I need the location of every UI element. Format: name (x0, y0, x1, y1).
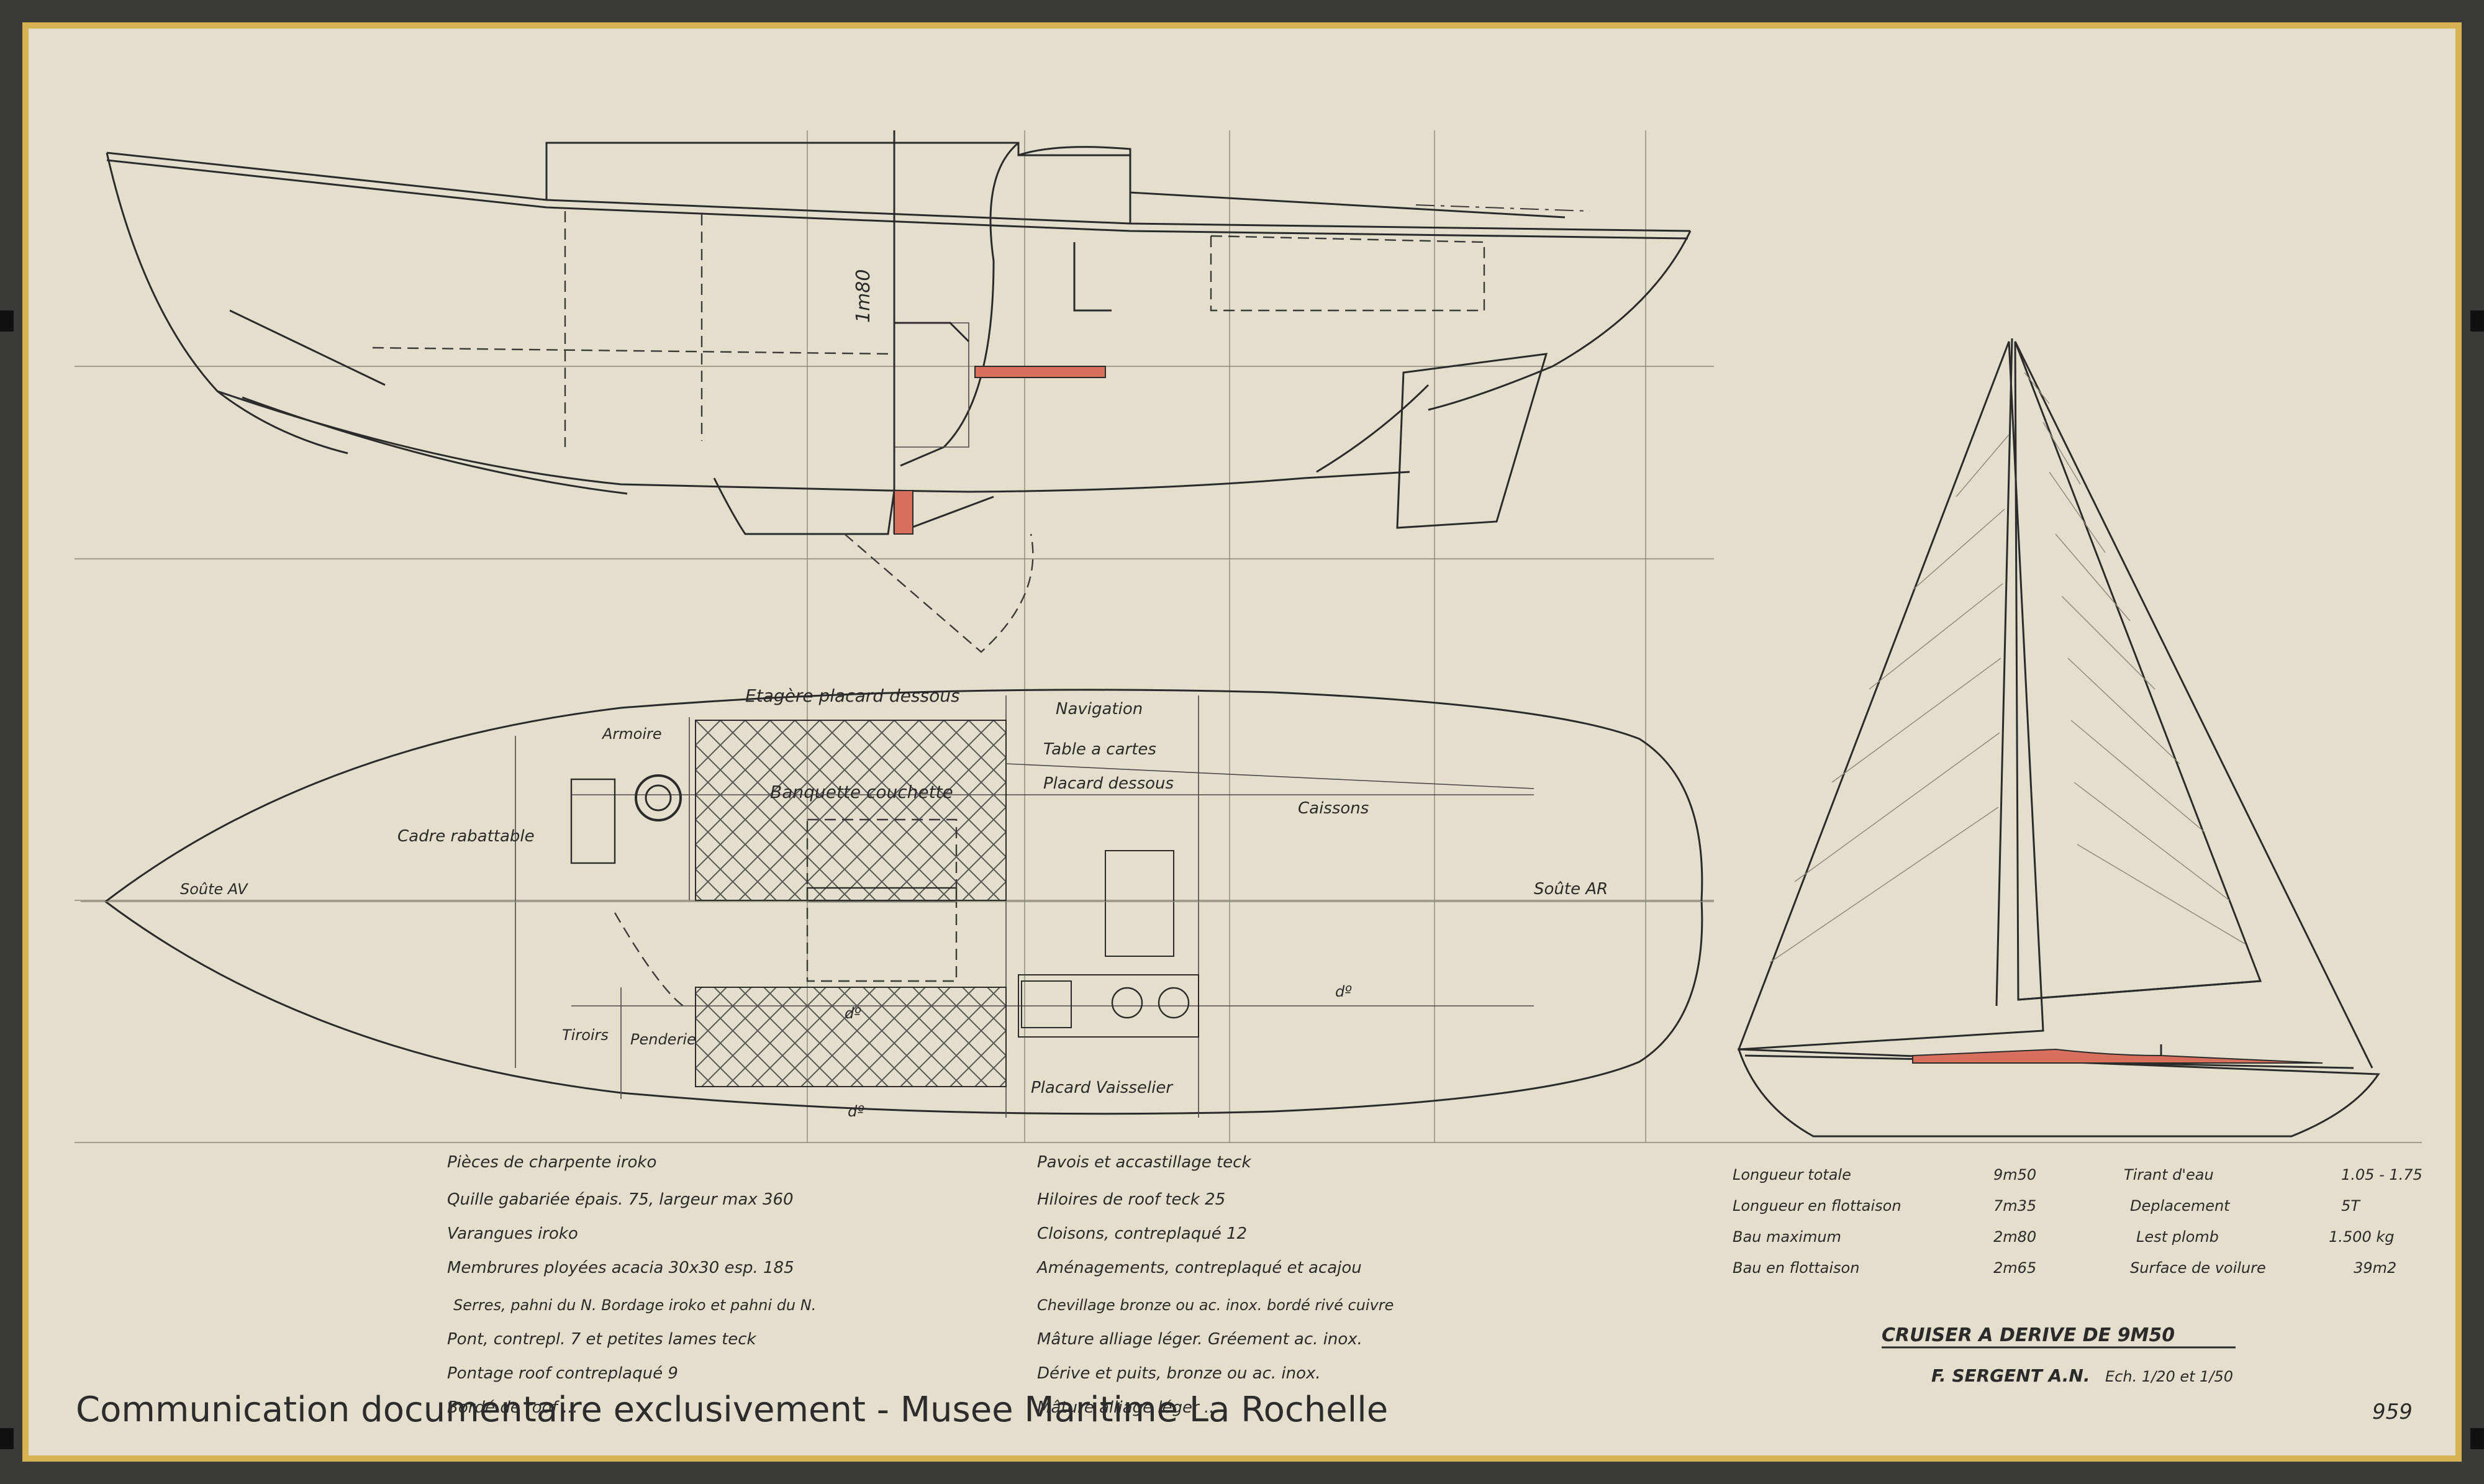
label-do-3: dº (848, 1103, 864, 1120)
spec-line: Chevillage bronze ou ac. inox. bordé riv… (1037, 1296, 1394, 1314)
spec-line: Membrures ployées acacia 30x30 esp. 185 (447, 1259, 794, 1277)
spec-line: Serres, pahni du N. Bordage iroko et pah… (453, 1296, 816, 1314)
label-soute-ar: Soûte AR (1534, 880, 1608, 898)
sheet-number: 959 (2372, 1400, 2413, 1424)
spec-line: Mâture alliage léger. Gréement ac. inox. (1037, 1330, 1362, 1349)
particulars-table: Longueur totale 9m50 Longueur en flottai… (1733, 1166, 2423, 1277)
particular-label: Bau en flottaison (1733, 1259, 1859, 1277)
label-cadre: Cadre rabattable (397, 827, 535, 846)
spec-line: Pont, contrepl. 7 et petites lames teck (447, 1330, 757, 1349)
drawing-scale: Ech. 1/20 et 1/50 (2105, 1368, 2233, 1385)
label-tiroirs: Tiroirs (562, 1026, 609, 1044)
spec-line: Cloisons, contreplaqué 12 (1037, 1224, 1247, 1243)
binding-tab (2470, 310, 2484, 332)
particular-value: 5T (2341, 1197, 2361, 1215)
hull-plan (81, 689, 1714, 1118)
particular-label: Bau maximum (1733, 1228, 1841, 1246)
binding-tab (0, 1428, 14, 1449)
label-placard-dessous: Placard dessous (1043, 774, 1174, 793)
particular-value: 9m50 (1993, 1166, 2036, 1183)
label-armoire: Armoire (601, 725, 662, 743)
particular-value: 39m2 (2354, 1259, 2396, 1277)
settee-berth (695, 720, 1007, 901)
particular-value: 7m35 (1993, 1197, 2036, 1215)
label-banquette: Banquette couchette (770, 782, 953, 802)
particular-value: 1.500 kg (2329, 1228, 2394, 1246)
architect-name: F. SERGENT A.N. (1931, 1365, 2090, 1386)
label-table-cartes: Table a cartes (1043, 740, 1156, 759)
spec-line: Bordé de roof ... (447, 1398, 578, 1417)
height-label: 1m80 (853, 269, 874, 323)
watermark: Communication documentaire exclusivement… (76, 1390, 1389, 1430)
spec-line: Hiloires de roof teck 25 (1037, 1190, 1225, 1209)
label-placard-vaisselier: Placard Vaisselier (1031, 1079, 1174, 1097)
particular-value: 2m80 (1993, 1228, 2036, 1246)
spec-line: Quille gabariée épais. 75, largeur max 3… (447, 1190, 794, 1209)
particular-label: Longueur en flottaison (1733, 1197, 1902, 1215)
cabin-red-section (1912, 1048, 2323, 1064)
label-navigation: Navigation (1056, 700, 1143, 718)
spec-line: Pièces de charpente iroko (447, 1153, 656, 1172)
spec-line: Dérive et puits, bronze ou ac. inox. (1037, 1364, 1321, 1383)
spec-line: Mâture alliage léger ... (1037, 1398, 1220, 1417)
spec-line: Varangues iroko (447, 1224, 578, 1243)
label-do-1: dº (845, 1005, 861, 1022)
label-caissons: Caissons (1298, 799, 1369, 818)
hull-profile (106, 130, 1692, 653)
particular-value: 2m65 (1993, 1259, 2036, 1277)
specs-right: Pavois et accastillage teck Hiloires de … (1036, 1153, 1394, 1417)
specs-left: Pièces de charpente iroko Quille gabarié… (447, 1153, 816, 1417)
particular-label: Deplacement (2130, 1197, 2231, 1215)
spec-line: Aménagements, contreplaqué et acajou (1036, 1259, 1362, 1277)
sail-plan (1737, 338, 2380, 1138)
spec-line: Pontage roof contreplaqué 9 (447, 1364, 678, 1383)
construction-grid (75, 130, 2422, 1143)
particular-value: 1.05 - 1.75 (2341, 1166, 2423, 1183)
drawing-title: CRUISER A DERIVE DE 9M50 (1882, 1324, 2175, 1346)
label-do-2: dº (1335, 983, 1352, 1000)
settee-berth (695, 987, 1007, 1087)
binding-tab (0, 310, 14, 332)
particular-label: Lest plomb (2136, 1228, 2219, 1246)
floor-red-section (974, 366, 1106, 378)
label-etagere: Etagère placard dessous (745, 685, 960, 706)
binding-tab (2470, 1428, 2484, 1449)
spec-line: Pavois et accastillage teck (1037, 1153, 1251, 1172)
particular-label: Longueur totale (1733, 1166, 1851, 1183)
label-penderie: Penderie (630, 1031, 696, 1048)
label-soute-av: Soûte AV (180, 880, 248, 898)
particular-label: Tirant d'eau (2124, 1166, 2214, 1183)
mast-step (635, 774, 682, 821)
particular-label: Surface de voilure (2130, 1259, 2266, 1277)
drawing-sheet (22, 22, 2462, 1462)
keel-red-section (894, 490, 913, 535)
title-block: CRUISER A DERIVE DE 9M50 F. SERGENT A.N.… (1882, 1324, 2236, 1386)
